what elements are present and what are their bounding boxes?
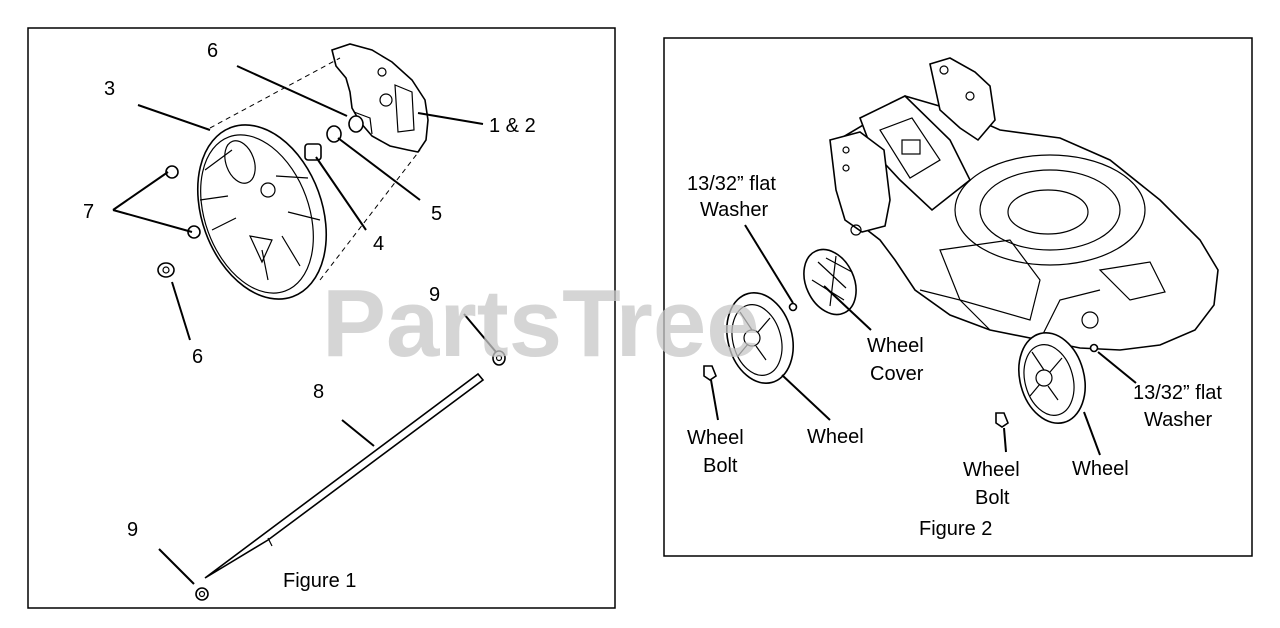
label-washer-left-line1: 13/32” flat — [687, 173, 776, 195]
left-wheel — [726, 292, 794, 384]
label-wheel-bolt-right-line1: Wheel — [963, 459, 1020, 481]
label-wheel-bolt-left-line2: Bolt — [703, 455, 738, 477]
nut-9-right — [492, 350, 506, 366]
label-wheel-left: Wheel — [807, 426, 864, 448]
watermark-logo: PartsTree — [322, 270, 760, 377]
spacer — [304, 143, 322, 161]
wheel-bolt-left — [703, 365, 717, 381]
label-wheel-right: Wheel — [1072, 458, 1129, 480]
bolt-7-upper — [165, 165, 179, 179]
callout-4: 4 — [373, 233, 384, 255]
callout-9-right: 9 — [429, 284, 440, 306]
wheel-cover — [803, 248, 857, 316]
nut-9-left — [195, 587, 209, 601]
figure-1-caption: Figure 1 — [283, 570, 356, 592]
label-wheel-bolt-right-line2: Bolt — [975, 487, 1010, 509]
figure-2-caption: Figure 2 — [919, 518, 992, 540]
label-wheel-cover-line1: Wheel — [867, 335, 924, 357]
callout-9-left: 9 — [127, 519, 138, 541]
figure-1-frame — [27, 27, 616, 609]
washer-right — [1089, 343, 1099, 353]
callout-7: 7 — [83, 201, 94, 223]
label-washer-right-line1: 13/32” flat — [1133, 382, 1222, 404]
washer-6-top — [348, 115, 364, 133]
callout-6-bottom: 6 — [192, 346, 203, 368]
wheel-plate — [196, 124, 328, 300]
callout-3: 3 — [104, 78, 115, 100]
bolt-7-lower — [187, 225, 201, 239]
wheel-bolt-right — [995, 412, 1009, 428]
height-adjust-bracket — [331, 43, 429, 153]
callout-5: 5 — [431, 203, 442, 225]
callout-8: 8 — [313, 381, 324, 403]
callout-6-top: 6 — [207, 40, 218, 62]
callout-1-and-2: 1 & 2 — [489, 115, 536, 137]
figure-2-frame — [663, 37, 1253, 557]
side-bracket — [829, 131, 891, 236]
right-wheel — [1018, 332, 1086, 424]
label-washer-right-line2: Washer — [1144, 409, 1213, 431]
washer-6-bottom — [157, 262, 175, 278]
washer-left — [788, 302, 798, 312]
rear-bracket — [929, 57, 996, 142]
washer-5 — [326, 125, 342, 143]
axle-rod — [204, 372, 485, 579]
label-washer-left-line2: Washer — [700, 199, 769, 221]
label-wheel-bolt-left-line1: Wheel — [687, 427, 744, 449]
label-wheel-cover-line2: Cover — [870, 363, 924, 385]
